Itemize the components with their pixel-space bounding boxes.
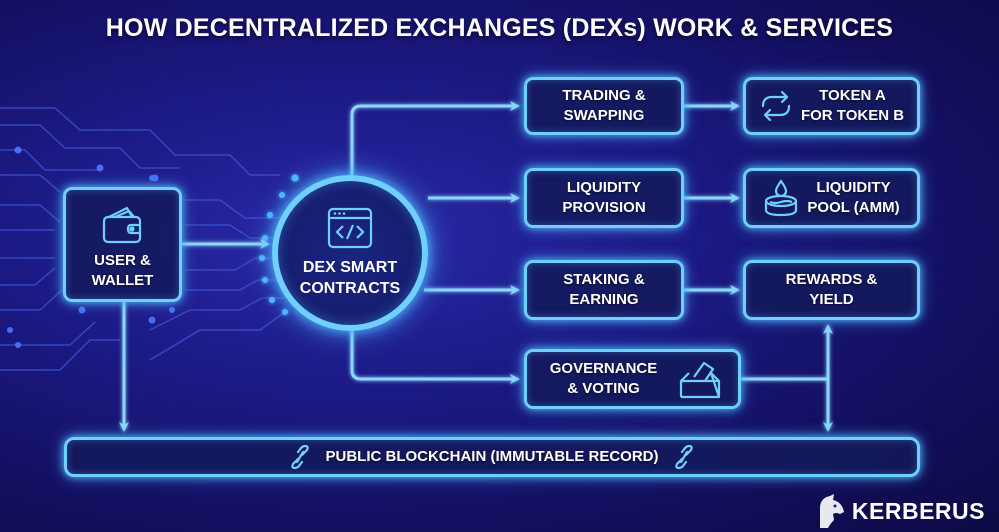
brand-logo: KERBERUS [816,494,985,528]
swap-arrows-icon [761,90,791,122]
node-trading-swapping: TRADING & SWAPPING [524,77,684,135]
node-dex-smart-contracts: DEX SMART CONTRACTS [272,175,428,331]
node-governance-voting: GOVERNANCE & VOTING [524,349,741,409]
user-wallet-label: USER & WALLET [91,251,154,289]
wolf-head-icon [819,494,844,528]
ballot-box-icon [680,361,721,399]
brand-name: KERBERUS [851,497,985,524]
wallet-icon [102,206,141,243]
page-title: HOW DECENTRALIZED EXCHANGES (DEXs) WORK … [105,14,894,42]
node-public-blockchain: PUBLIC BLOCKCHAIN (IMMUTABLE RECORD) [64,437,920,477]
rewards-label: REWARDS & YIELD [785,271,878,308]
node-rewards-yield: REWARDS & YIELD [743,260,920,320]
chain-link-icon [291,444,310,470]
staking-label: STAKING & EARNING [563,271,645,308]
node-liquidity-pool: LIQUIDITY POOL (AMM) [743,168,920,228]
code-window-icon [327,207,373,249]
node-liquidity-provision: LIQUIDITY PROVISION [524,168,684,228]
liquidity-pool-icon [765,179,798,217]
blockchain-label: PUBLIC BLOCKCHAIN (IMMUTABLE RECORD) [325,448,659,465]
trading-label: TRADING & SWAPPING [562,87,646,124]
chain-link-icon [674,444,693,470]
liquidity-pool-label: LIQUIDITY POOL (AMM) [807,179,900,216]
node-staking-earning: STAKING & EARNING [524,260,684,320]
token-swap-label: TOKEN A FOR TOKEN B [800,87,905,124]
governance-label: GOVERNANCE & VOTING [549,360,658,397]
node-token-swap: TOKEN A FOR TOKEN B [743,77,920,135]
node-user-wallet: USER & WALLET [63,187,182,302]
liquidity-provision-label: LIQUIDITY PROVISION [562,179,646,216]
dex-label: DEX SMART CONTRACTS [299,259,401,297]
